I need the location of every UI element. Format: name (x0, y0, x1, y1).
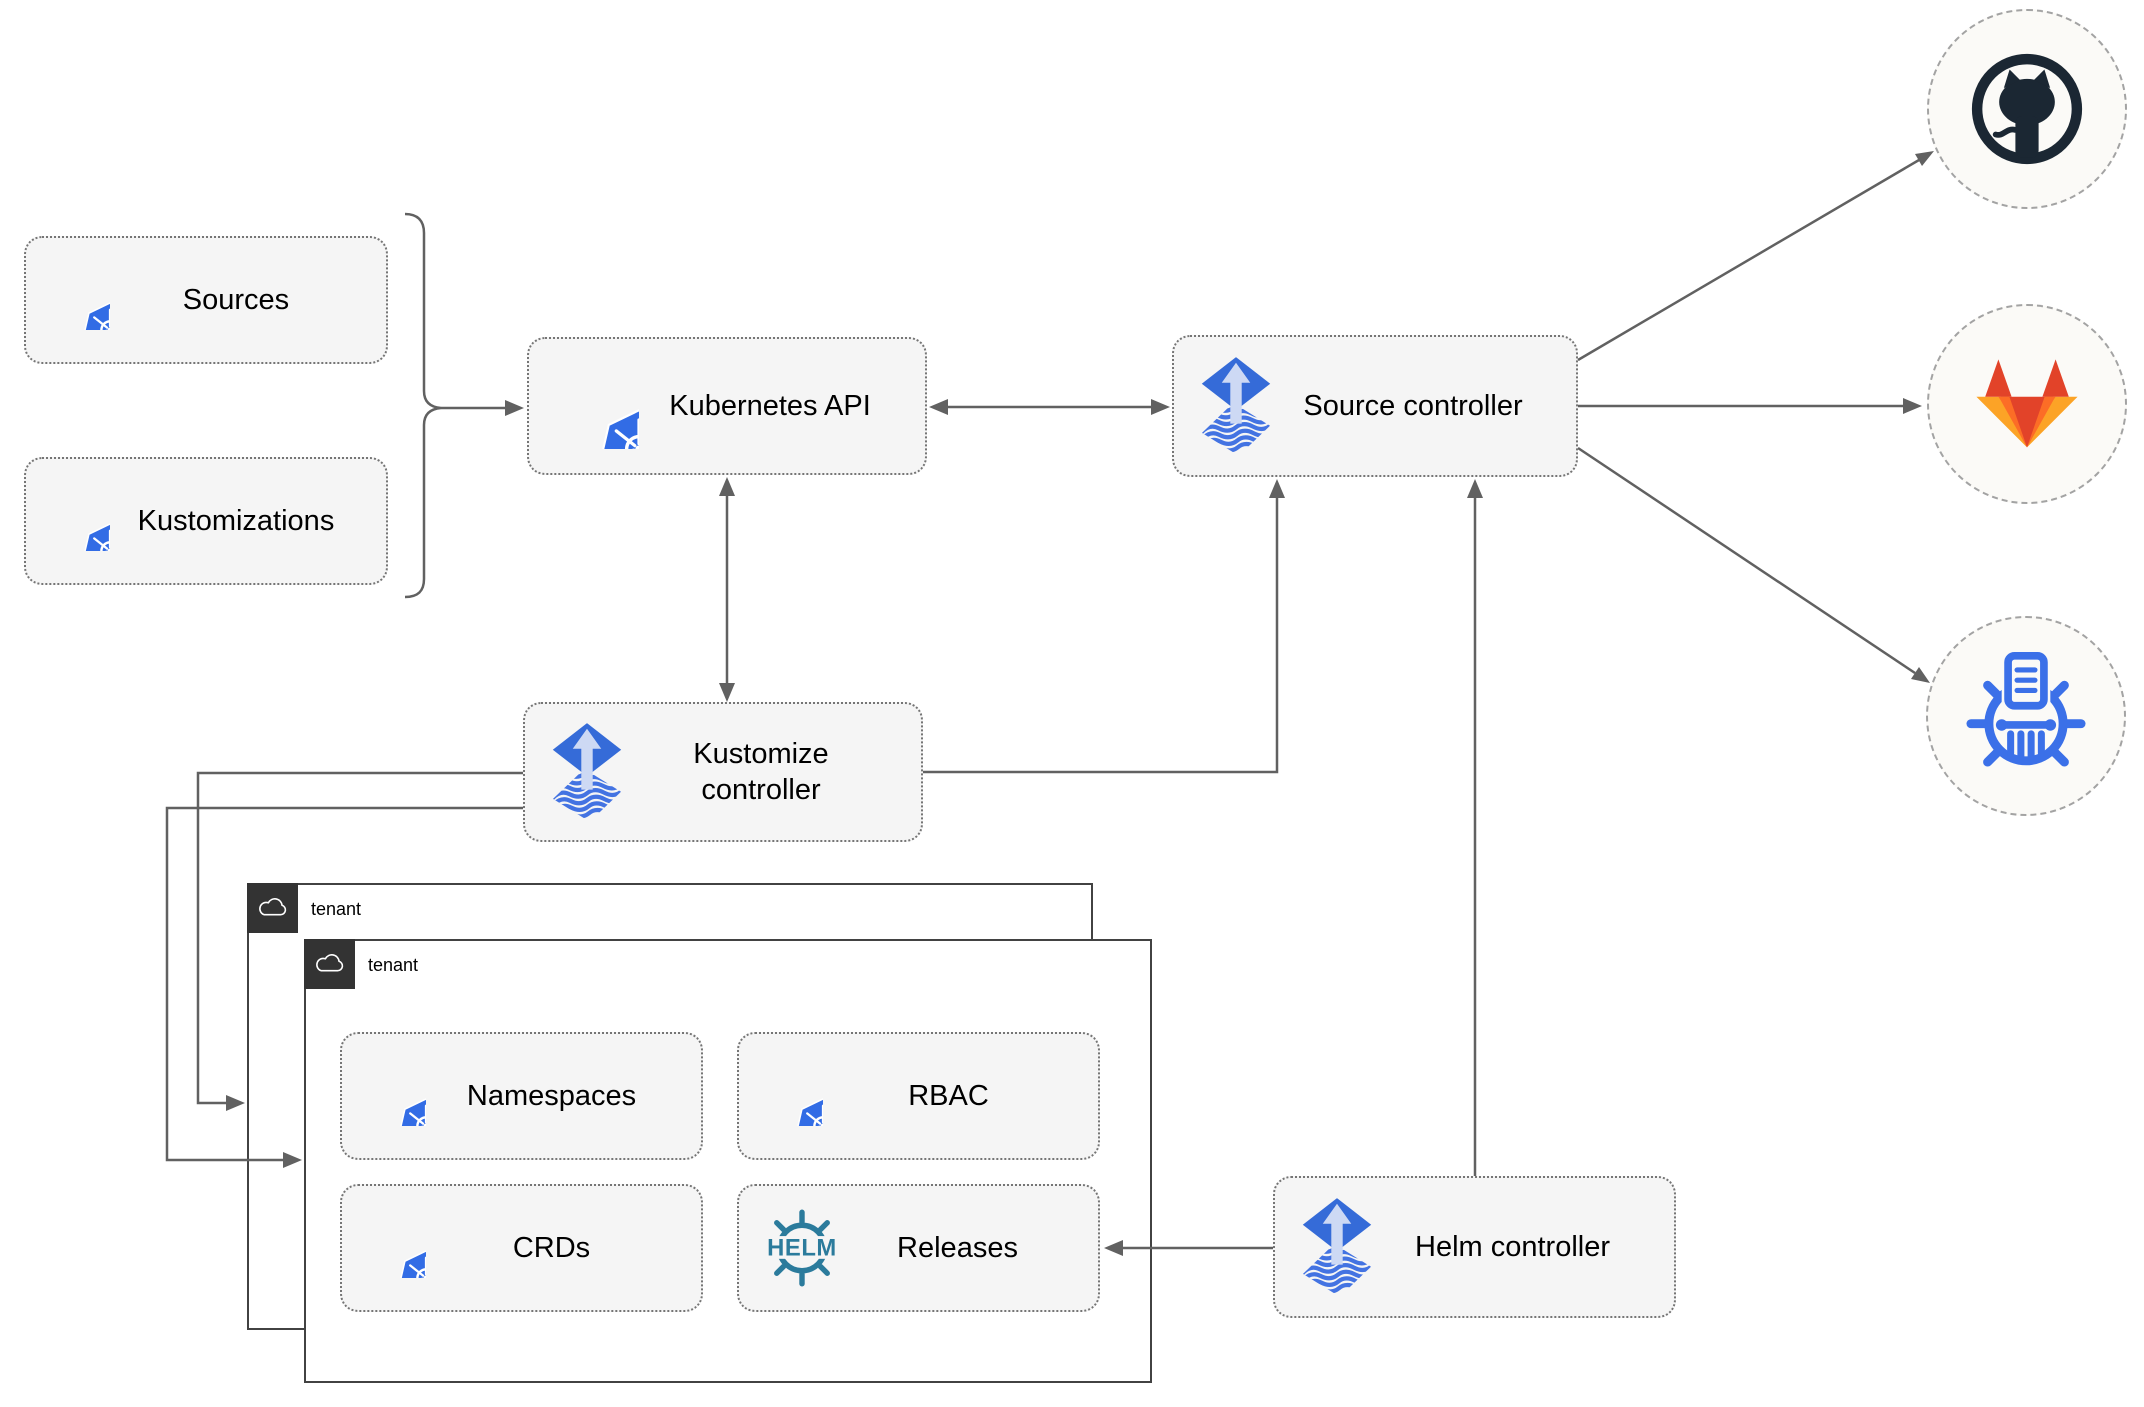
node-label: Releases (897, 1231, 1018, 1264)
node-namespaces: Namespaces (340, 1032, 703, 1160)
tenant-inner-tab (303, 938, 355, 989)
node-source-controller: Source controller (1172, 335, 1578, 477)
node-kustomize-controller: Kustomize controller (523, 702, 923, 842)
node-label: Source controller (1303, 389, 1523, 422)
node-label: CRDs (512, 1231, 591, 1264)
node-label: Kustomizations (137, 504, 335, 537)
node-label: Kustomize controller (693, 737, 829, 806)
kubernetes-icon (763, 1066, 823, 1126)
cloud-icon (313, 952, 345, 976)
helm-logo-text: HELM (767, 1235, 837, 1262)
node-releases: HELM Releases (737, 1184, 1100, 1312)
cloud-icon (256, 896, 288, 920)
node-label: Namespaces (466, 1079, 637, 1112)
brace (404, 212, 442, 599)
kubernetes-icon (553, 363, 639, 449)
endpoint-gitlab (1927, 304, 2127, 504)
tenant-inner-label: tenant (368, 955, 419, 975)
node-kustomizations: Kustomizations (24, 457, 388, 585)
node-rbac: RBAC (737, 1032, 1100, 1160)
tenant-outer-tab (246, 882, 298, 933)
gitlab-icon (1972, 355, 2082, 454)
node-label: Helm controller (1415, 1230, 1610, 1263)
node-label: Sources (182, 283, 290, 316)
node-crds: CRDs (340, 1184, 703, 1312)
node-label: Kubernetes API (669, 389, 871, 422)
node-sources: Sources (24, 236, 388, 364)
kubernetes-icon (366, 1218, 426, 1278)
helm-wheel-icon: HELM (764, 1209, 840, 1287)
node-helm-controller: Helm controller (1273, 1176, 1676, 1318)
flux-icon (549, 723, 625, 822)
flux-icon (1299, 1198, 1375, 1297)
endpoint-github (1927, 9, 2127, 209)
endpoint-chartmuseum (1926, 616, 2126, 816)
chartmuseum-helm-repository-icon (1962, 652, 2090, 780)
kubernetes-icon (50, 270, 110, 330)
node-label: RBAC (908, 1079, 989, 1112)
tenant-outer-label: tenant (311, 899, 362, 919)
kubernetes-icon (50, 491, 110, 551)
kubernetes-icon (366, 1066, 426, 1126)
tenant-box-inner: tenant (303, 938, 1152, 1383)
flux-icon (1198, 357, 1274, 456)
node-kubernetes-api: Kubernetes API (527, 337, 927, 475)
github-icon (1969, 51, 2085, 167)
